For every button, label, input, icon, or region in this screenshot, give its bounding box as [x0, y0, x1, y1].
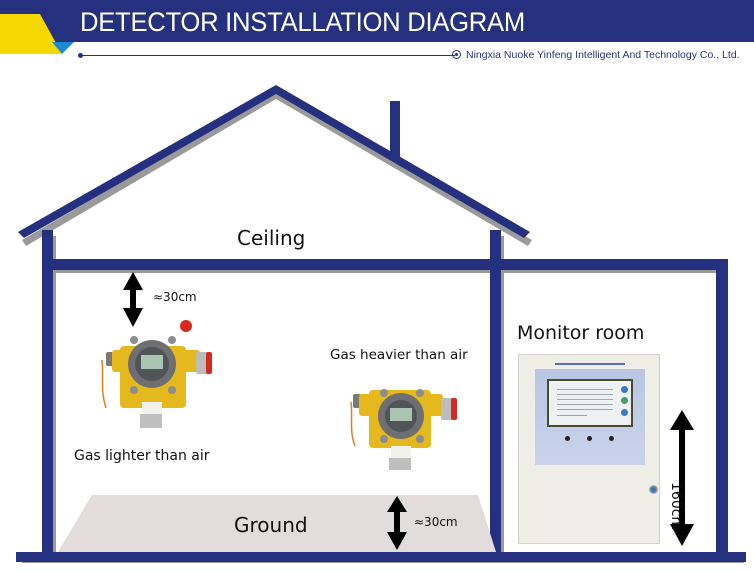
- ceiling-label: Ceiling: [237, 226, 306, 250]
- header-rule: [80, 55, 455, 56]
- header-accent-shape: [0, 14, 74, 54]
- controller-button[interactable]: [587, 436, 592, 441]
- company-name: Ningxia Nuoke Yinfeng Intelligent And Te…: [466, 49, 740, 61]
- detector-display: [141, 355, 163, 369]
- wire-icon: [350, 401, 356, 447]
- page-title: DETECTOR INSTALLATION DIAGRAM: [80, 7, 525, 37]
- detector-display: [390, 408, 412, 421]
- gas-detector-ground: [350, 389, 457, 470]
- controller-screen: [547, 379, 633, 427]
- controller-faceplate: [535, 363, 645, 465]
- left-wall: [42, 230, 53, 556]
- ground-distance-label: ≈30cm: [414, 515, 458, 529]
- screen-icon: [621, 386, 628, 393]
- ceiling-distance-arrow: [123, 272, 143, 327]
- roof: [18, 85, 530, 238]
- alarm-cap: [451, 398, 457, 420]
- chimney: [390, 101, 400, 159]
- header-banner: [0, 0, 754, 42]
- middle-wall: [490, 230, 501, 556]
- controller-button[interactable]: [609, 436, 614, 441]
- gas-alarm-controller: [518, 354, 660, 544]
- screen-icon: [621, 397, 628, 404]
- controller-height-arrow: [670, 410, 694, 546]
- sensor-head: [140, 414, 162, 428]
- wire-icon: [101, 359, 107, 409]
- ground-label: Ground: [234, 513, 308, 537]
- ceiling-distance-label: ≈30cm: [153, 290, 197, 304]
- yellow-accent: [0, 14, 62, 54]
- key-lock-icon: [649, 485, 658, 494]
- gas-detector-ceiling: [101, 320, 212, 428]
- controller-caption: [535, 363, 645, 366]
- ground-floor-area: [58, 495, 496, 552]
- blue-accent: [52, 42, 74, 54]
- target-circle-icon: [452, 50, 461, 59]
- ceiling-beam: [42, 259, 728, 270]
- alarm-light: [180, 320, 192, 332]
- gas-heavier-label: Gas heavier than air: [330, 347, 468, 363]
- ground-distance-arrow: [387, 496, 407, 550]
- sensor-head: [389, 458, 411, 470]
- monitor-room-label: Monitor room: [517, 322, 645, 344]
- controller-button[interactable]: [565, 436, 570, 441]
- right-wall: [716, 259, 728, 553]
- controller-height-label: 160cm: [668, 482, 684, 531]
- screen-icon: [621, 409, 628, 416]
- floor-slab: [16, 552, 746, 562]
- gas-lighter-label: Gas lighter than air: [74, 448, 210, 464]
- alarm-cap: [206, 352, 212, 374]
